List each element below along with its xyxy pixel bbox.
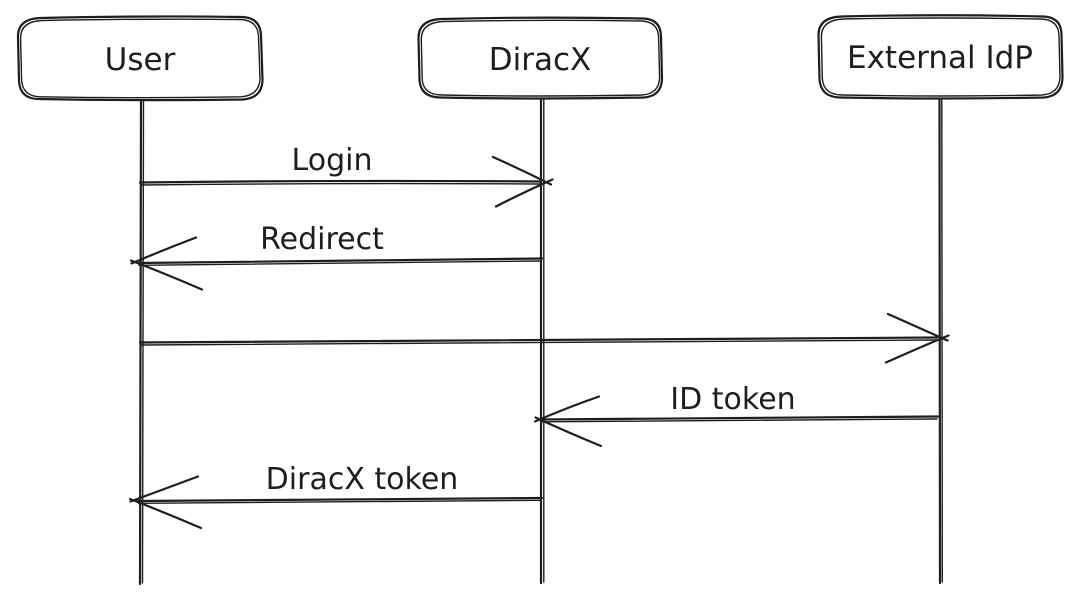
lifeline-user	[138, 98, 145, 586]
message-arrow-authorize	[138, 312, 950, 364]
actor-label-diracx: DiracX	[489, 42, 592, 78]
actor-box-external-idp: External IdP	[817, 14, 1064, 100]
message-label-id-token: ID token	[670, 382, 795, 417]
message-arrow-id-token: ID token	[533, 382, 940, 448]
actor-label-user: User	[105, 42, 176, 78]
message-arrow-login: Login	[138, 143, 554, 208]
message-label-login: Login	[292, 143, 373, 178]
actor-box-user: User	[16, 15, 264, 102]
message-arrow-diracx-token: DiracX token	[128, 462, 544, 530]
actor-label-external-idp: External IdP	[847, 40, 1033, 76]
actor-box-diracx: DiracX	[417, 16, 664, 100]
message-arrow-redirect: Redirect	[129, 222, 544, 291]
message-label-redirect: Redirect	[260, 222, 384, 257]
lifeline-external-idp	[938, 96, 943, 585]
message-label-diracx-token: DiracX token	[266, 462, 459, 497]
